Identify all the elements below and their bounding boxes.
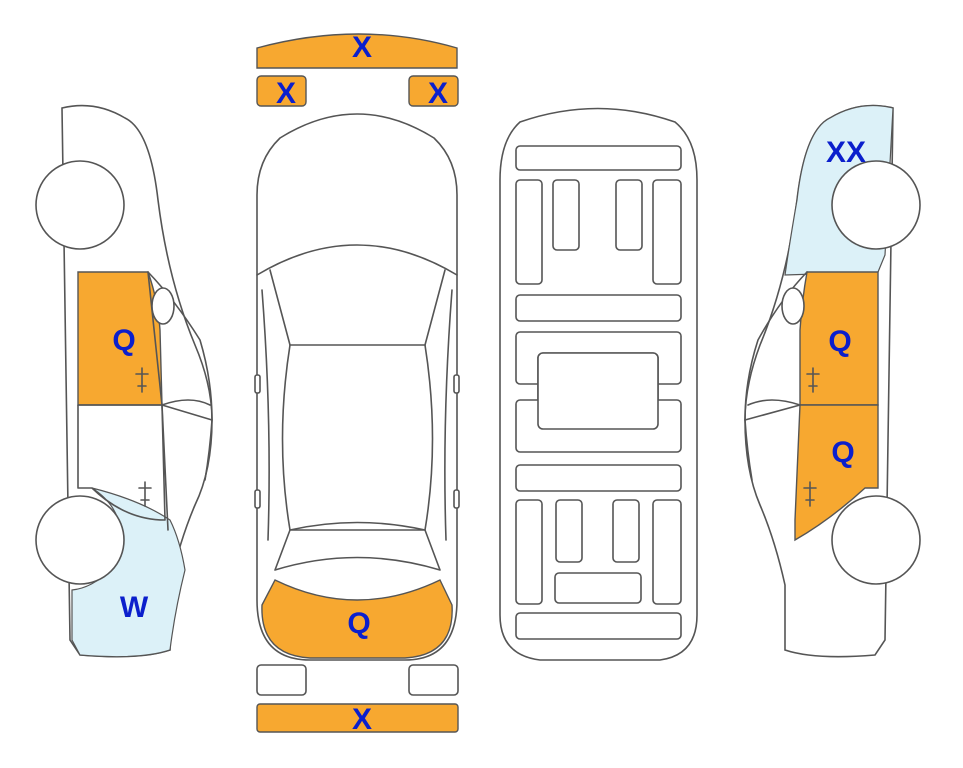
- car-left-side-view: [35, 104, 213, 658]
- front-bumper-parts: [256, 33, 459, 107]
- car-top-view: [254, 113, 460, 661]
- label-rear-bumper: X: [352, 703, 372, 736]
- rear-left-lamp-panel[interactable]: [256, 664, 307, 696]
- label-left-rear-quarter: W: [120, 591, 149, 624]
- rear-bumper-panel[interactable]: [256, 703, 459, 733]
- rear-bumper-parts: [256, 664, 459, 733]
- car-right-side-view: [744, 104, 921, 658]
- front-left-lamp-panel[interactable]: [256, 75, 307, 107]
- label-right-front-door: Q: [828, 325, 851, 358]
- damage-labels: X X X Q X Q W XX Q Q: [112, 31, 866, 736]
- label-front-left-lamp: X: [276, 77, 296, 110]
- front-bumper-panel[interactable]: [256, 33, 458, 69]
- front-right-lamp-panel[interactable]: [408, 75, 459, 107]
- right-rear-door-panel[interactable]: [794, 404, 879, 542]
- top-view-body: [256, 113, 458, 661]
- label-front-bumper: X: [352, 31, 372, 64]
- label-right-rear-quarter: XX: [826, 136, 866, 169]
- trunk-panel[interactable]: [261, 579, 453, 659]
- rear-right-lamp-panel[interactable]: [408, 664, 459, 696]
- label-front-right-lamp: X: [428, 77, 448, 110]
- label-right-rear-door: Q: [831, 436, 854, 469]
- label-left-front-door: Q: [112, 324, 135, 357]
- car-underside-view: [499, 107, 698, 661]
- label-trunk: Q: [347, 607, 370, 640]
